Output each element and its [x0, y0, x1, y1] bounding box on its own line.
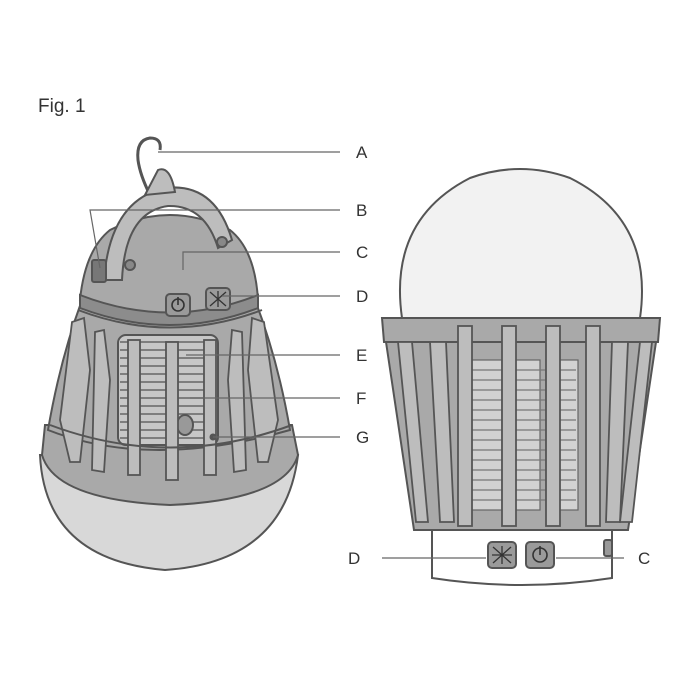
front-cap-rim — [79, 293, 259, 326]
front-hook-mount — [143, 168, 177, 197]
light-mode-icon — [209, 291, 227, 307]
hook-icon — [136, 136, 162, 196]
figure-title: Fig. 1 — [38, 96, 86, 117]
side-base — [431, 529, 613, 586]
front-cage-band-bottom — [49, 424, 293, 449]
front-cage-band-top — [77, 309, 263, 329]
side-cage-rim — [380, 317, 662, 343]
front-core-light — [176, 414, 194, 436]
light-mode-icon — [492, 546, 512, 564]
side-port — [603, 539, 613, 557]
callout-E: E — [356, 346, 368, 365]
callout-A: A — [356, 143, 368, 162]
side-globe — [398, 168, 643, 319]
callout-F: F — [356, 389, 367, 408]
side-cage-bars — [397, 325, 654, 527]
side-lantern — [380, 168, 662, 586]
callout-D: D — [356, 287, 369, 306]
callout-B: B — [356, 201, 368, 220]
side-grid — [469, 359, 579, 511]
leader-line-B — [89, 209, 340, 269]
callout-C: C — [356, 243, 369, 262]
leader-line-C — [182, 251, 340, 270]
callout-G: G — [356, 428, 370, 447]
callout-C-side: C — [638, 549, 651, 568]
front-lantern — [38, 136, 300, 572]
callout-D-side: D — [348, 549, 361, 568]
leader-lines — [89, 151, 624, 559]
